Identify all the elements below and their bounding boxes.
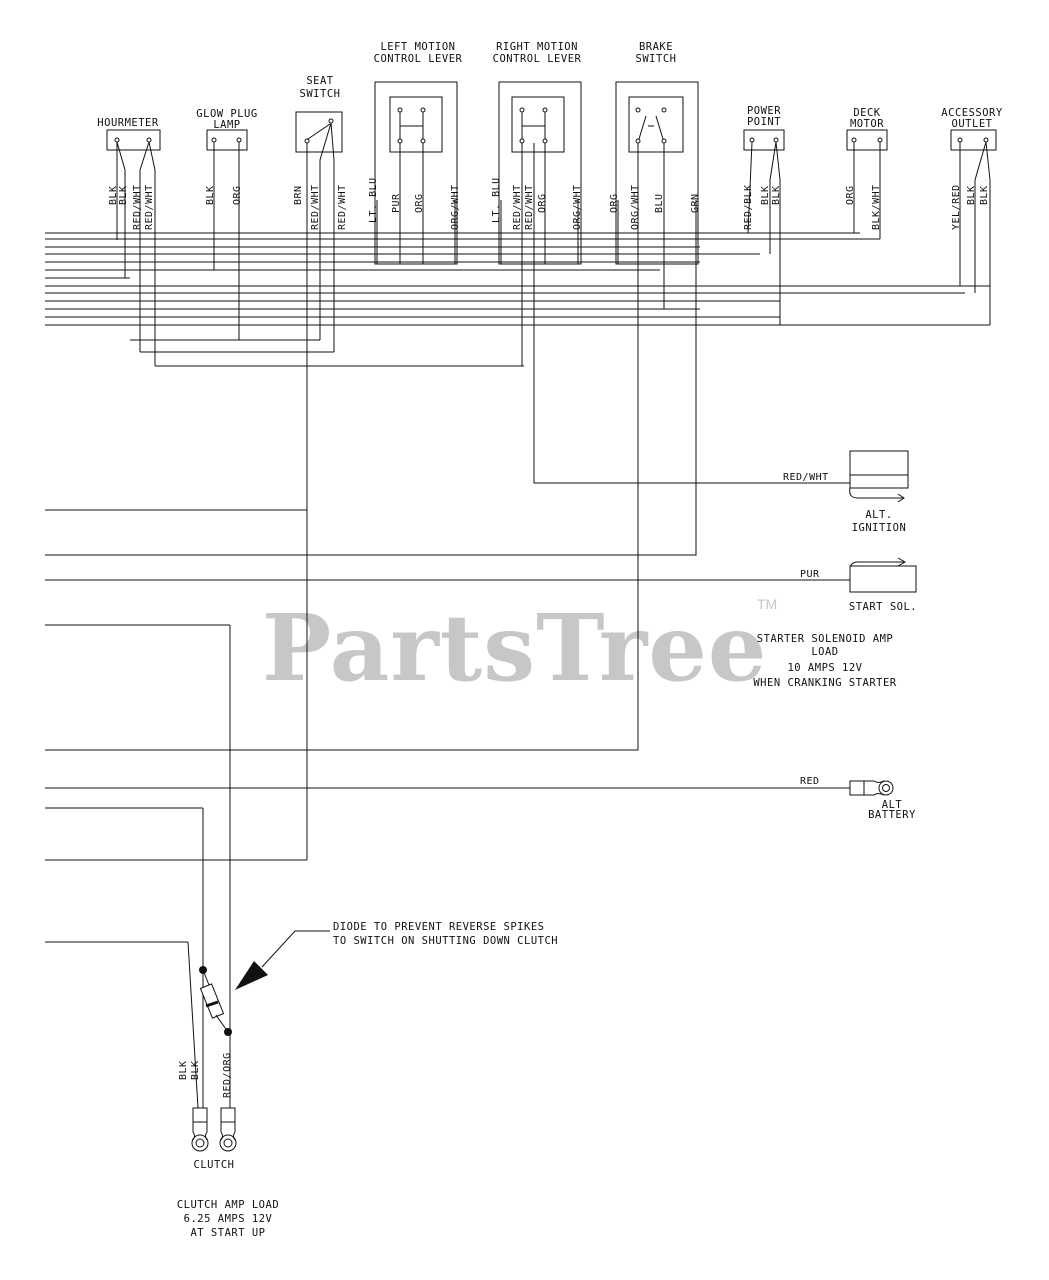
power-point: POWER POINT — [743, 105, 785, 151]
starter-note-1: STARTER SOLENOID AMP — [757, 633, 893, 645]
wire-label: BLU — [654, 193, 665, 213]
left-motion-label-1: LEFT MOTION — [380, 41, 455, 53]
power-point-label-2: POINT — [747, 116, 781, 128]
clutch-note: CLUTCH AMP LOAD 6.25 AMPS 12V AT START U… — [177, 1199, 279, 1239]
glow-plug-lamp: GLOW PLUG LAMP — [196, 108, 257, 151]
hourmeter-label: HOURMETER — [97, 117, 159, 129]
clutch-note-2: 6.25 AMPS 12V — [184, 1213, 273, 1225]
right-motion-label-2: CONTROL LEVER — [493, 53, 582, 65]
alt-battery-label-1: ALT — [882, 799, 903, 811]
watermark-text: PartsTree — [262, 594, 767, 702]
diode: DIODE TO PREVENT REVERSE SPIKES TO SWITC… — [199, 921, 558, 1036]
alt-ignition-label-1: ALT. — [865, 509, 892, 521]
hourmeter: HOURMETER — [97, 117, 161, 151]
wire-label: RED/WHT — [132, 184, 143, 230]
wire-label: BRN — [293, 185, 304, 205]
right-motion-label-1: RIGHT MOTION — [496, 41, 578, 53]
wire-label: YEL/RED — [951, 184, 962, 230]
wire-label: BLK — [108, 185, 119, 205]
wire-label: ORG — [609, 193, 620, 213]
wire-labels: BLK BLK RED/WHT RED/WHT BLK ORG BRN RED/… — [108, 177, 990, 1098]
glow-plug-label-1: GLOW PLUG — [196, 108, 257, 120]
wire-label: ORG — [232, 185, 243, 205]
wire-label: PUR — [391, 193, 402, 213]
watermark: PartsTree TM — [262, 594, 777, 702]
wire-label: ORG/WHT — [450, 184, 461, 230]
diode-note-2: TO SWITCH ON SHUTTING DOWN CLUTCH — [333, 935, 558, 947]
seat-switch-label-2: SWITCH — [300, 88, 341, 100]
alt-battery: ALT BATTERY — [849, 780, 916, 821]
brake-switch-label-1: BRAKE — [639, 41, 673, 53]
accessory-outlet-label-2: OUTLET — [952, 118, 993, 130]
wire-label: BLK — [118, 185, 129, 205]
deck-motor-label-2: MOTOR — [850, 118, 884, 130]
wire-label: RED/ORG — [222, 1052, 233, 1098]
wire-label: BLK — [979, 185, 990, 205]
left-motion-label-2: CONTROL LEVER — [374, 53, 463, 65]
accessory-outlet: ACCESSORY OUTLET — [941, 107, 1003, 151]
deck-motor: DECK MOTOR — [846, 107, 888, 151]
wire-label: RED/WHT — [512, 184, 523, 230]
wire-label: RED — [800, 776, 820, 787]
clutch: CLUTCH — [191, 1107, 237, 1171]
starter-note-2: LOAD — [811, 646, 838, 658]
wire-label: ORG/WHT — [572, 184, 583, 230]
glow-plug-label-2: LAMP — [213, 119, 240, 131]
seat-switch-label-1: SEAT — [306, 75, 333, 87]
clutch-label: CLUTCH — [194, 1159, 235, 1171]
wire-label: BLK — [190, 1060, 201, 1080]
watermark-tm: TM — [757, 596, 777, 612]
right-motion-control-lever: RIGHT MOTION CONTROL LEVER — [493, 41, 582, 265]
wire-label: RED/WHT — [144, 184, 155, 230]
start-solenoid: START SOL. — [849, 557, 917, 613]
wire-label: GRN — [690, 193, 701, 213]
wire-label: RED/WHT — [524, 184, 535, 230]
deck-motor-label-1: DECK — [853, 107, 880, 119]
harness-bus — [45, 122, 991, 1109]
wire-label: BLK/WHT — [871, 184, 882, 230]
wire-label: RED/WHT — [337, 184, 348, 230]
wire-label: LT. BLU — [368, 177, 379, 223]
wire-label: BLK — [760, 185, 771, 205]
power-point-label-1: POWER — [747, 105, 781, 117]
start-sol-label: START SOL. — [849, 601, 917, 613]
wire-label: BLK — [205, 185, 216, 205]
wire-label: ORG/WHT — [630, 184, 641, 230]
alt-battery-label-2: BATTERY — [868, 809, 916, 821]
starter-note-4: WHEN CRANKING STARTER — [753, 677, 896, 689]
wire-label: ORG — [845, 185, 856, 205]
brake-switch-label-2: SWITCH — [636, 53, 677, 65]
wire-label: BLK — [966, 185, 977, 205]
brake-switch: BRAKE SWITCH — [615, 41, 699, 265]
seat-switch: SEAT SWITCH — [295, 75, 343, 153]
diode-note-1: DIODE TO PREVENT REVERSE SPIKES — [333, 921, 544, 933]
wire-label: BLK — [178, 1060, 189, 1080]
alt-ignition-label-2: IGNITION — [852, 522, 907, 534]
starter-note-3: 10 AMPS 12V — [787, 662, 862, 674]
wire-label: ORG — [414, 193, 425, 213]
accessory-outlet-label-1: ACCESSORY — [941, 107, 1003, 119]
alt-ignition: ALT. IGNITION — [849, 450, 909, 534]
wire-label: PUR — [800, 569, 820, 580]
wire-label: RED/WHT — [310, 184, 321, 230]
wire-label: ORG — [537, 193, 548, 213]
wire-label: LT. BLU — [491, 177, 502, 223]
clutch-note-1: CLUTCH AMP LOAD — [177, 1199, 279, 1211]
starter-note: STARTER SOLENOID AMP LOAD 10 AMPS 12V WH… — [753, 633, 896, 689]
wire-label: BLK — [771, 185, 782, 205]
clutch-note-3: AT START UP — [190, 1227, 265, 1239]
wire-label: RED/BLK — [743, 184, 754, 230]
left-motion-control-lever: LEFT MOTION CONTROL LEVER — [374, 41, 463, 265]
wire-label: RED/WHT — [783, 472, 829, 483]
